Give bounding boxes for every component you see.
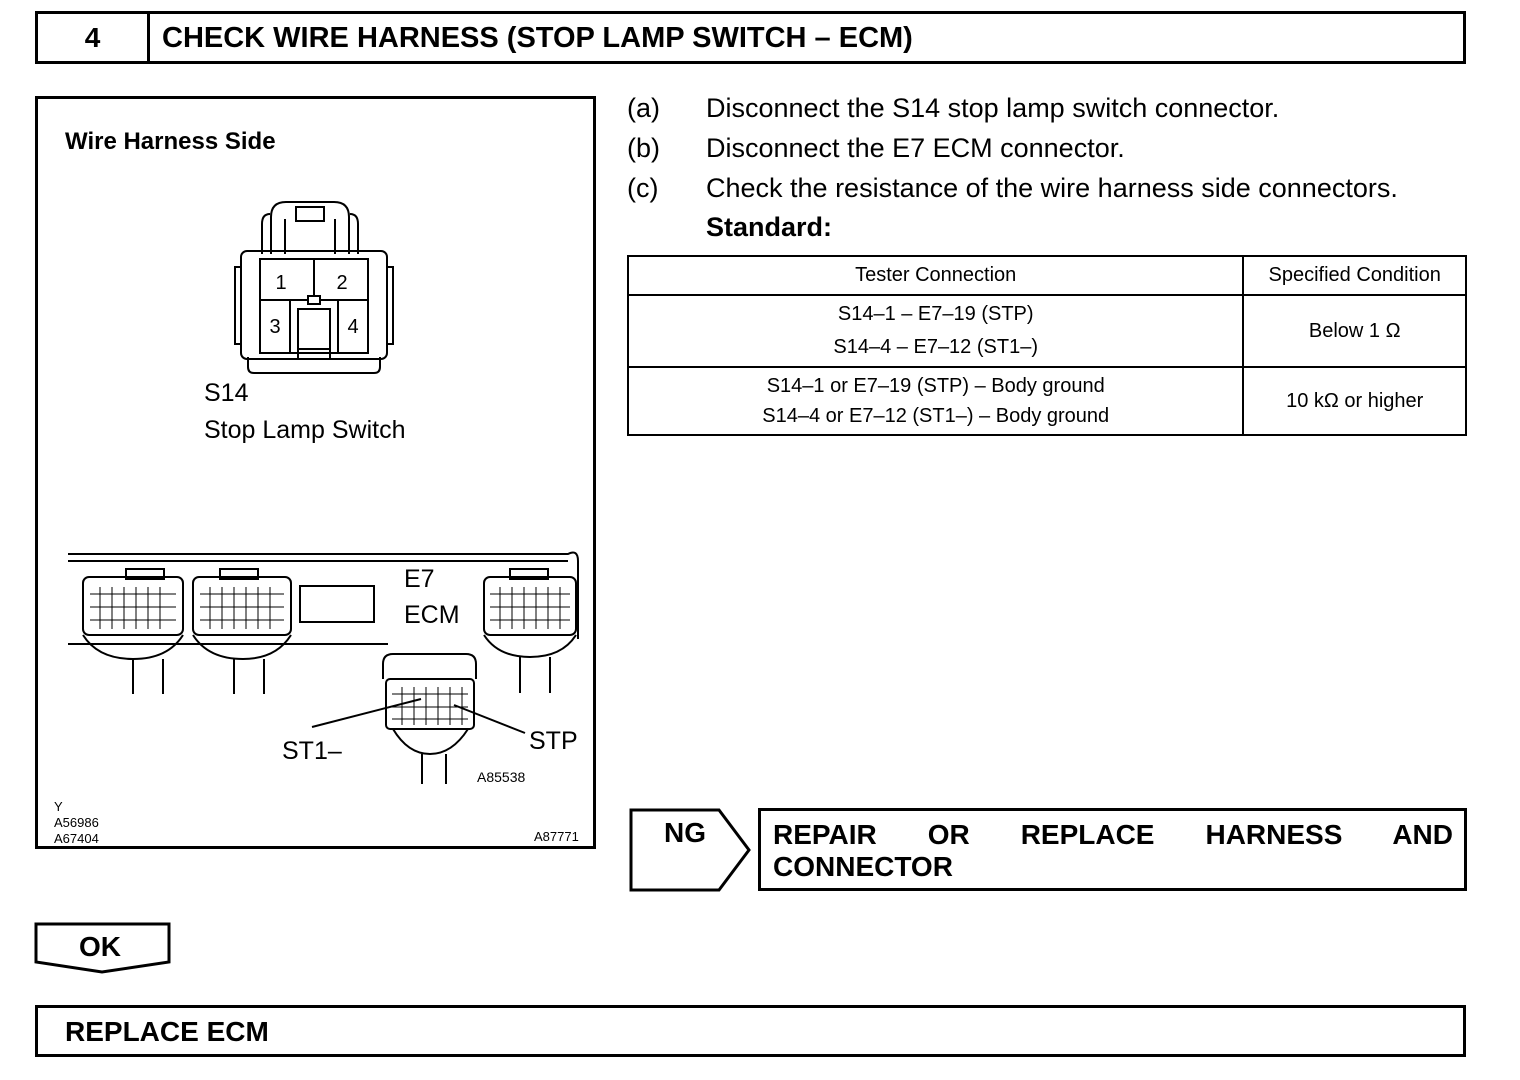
standard-label: Standard: (706, 212, 833, 242)
s14-pin-2: 2 (336, 272, 347, 294)
connection-line: S14–1 or E7–19 (STP) – Body ground (766, 375, 1105, 397)
step-c-letter: (c) (627, 173, 659, 203)
step-a-text: Disconnect the S14 stop lamp switch conn… (706, 93, 1280, 123)
table-row: S14–1 – E7–19 (STP) S14–4 – E7–12 (ST1–)… (626, 294, 1467, 368)
header-tester-connection: Tester Connection (626, 255, 1245, 296)
ref-code-right: A87771 (534, 829, 579, 844)
ng-result-box: REPAIR OR REPLACE HARNESS AND CONNECTOR (758, 808, 1467, 891)
s14-connector-drawing (234, 201, 394, 374)
step-title: CHECK WIRE HARNESS (STOP LAMP SWITCH – E… (162, 22, 913, 54)
final-step-box: REPLACE ECM (35, 1005, 1466, 1057)
ref-code-inner: A85538 (477, 769, 525, 785)
step-a-letter: (a) (627, 93, 660, 123)
table-cell-connection: S14–1 or E7–19 (STP) – Body ground S14–4… (626, 366, 1245, 436)
connection-line: S14–4 or E7–12 (ST1–) – Body ground (762, 405, 1110, 427)
st1-label: ST1– (282, 737, 342, 765)
s14-pin-4: 4 (347, 316, 358, 338)
ng-label: NG (664, 817, 706, 848)
s14-pin-1: 1 (275, 272, 286, 294)
table-cell-connection: S14–1 – E7–19 (STP) S14–4 – E7–12 (ST1–) (626, 294, 1245, 368)
wiring-figure: Wire Harness Side 1 2 3 4 S14 Sto (35, 96, 596, 849)
s14-code: S14 (204, 379, 249, 407)
step-c-text: Check the resistance of the wire harness… (706, 173, 1398, 203)
step-b-text: Disconnect the E7 ECM connector. (706, 133, 1125, 163)
step-number: 4 (38, 14, 150, 61)
ok-label: OK (79, 931, 121, 962)
ref-code-left-1: Y (54, 799, 63, 814)
table-row: S14–1 or E7–19 (STP) – Body ground S14–4… (626, 366, 1467, 436)
step-header: 4 CHECK WIRE HARNESS (STOP LAMP SWITCH –… (35, 11, 1466, 64)
s14-name: Stop Lamp Switch (204, 416, 406, 444)
final-step-text: REPLACE ECM (65, 1016, 269, 1047)
ref-code-left-2: A56986 (54, 815, 99, 830)
header-specified-condition: Specified Condition (1242, 255, 1467, 296)
s14-pin-3: 3 (269, 316, 280, 338)
table-header-row: Tester Connection Specified Condition (626, 255, 1467, 296)
e7-code: E7 (404, 565, 435, 593)
ok-arrow: OK (34, 922, 171, 974)
ecm-drawing (68, 551, 579, 784)
connection-line: S14–1 – E7–19 (STP) (837, 303, 1034, 325)
ng-result-line2: CONNECTOR (773, 851, 953, 882)
ng-result-line1: REPAIR OR REPLACE HARNESS AND (773, 819, 1453, 850)
e7-name: ECM (404, 601, 460, 629)
table-cell-condition: Below 1 Ω (1242, 294, 1467, 368)
table-cell-condition: 10 kΩ or higher (1242, 366, 1467, 436)
ng-arrow: NG (629, 808, 751, 892)
figure-heading: Wire Harness Side (65, 128, 276, 155)
connector-pin-grids (90, 587, 570, 725)
ref-code-left-3: A67404 (54, 831, 99, 846)
spec-table: Tester Connection Specified Condition S1… (626, 255, 1467, 436)
step-b-letter: (b) (627, 133, 660, 163)
connector-diagram: Wire Harness Side 1 2 3 4 S14 Sto (54, 128, 579, 846)
connection-line: S14–4 – E7–12 (ST1–) (833, 336, 1038, 358)
stp-label: STP (529, 727, 578, 755)
